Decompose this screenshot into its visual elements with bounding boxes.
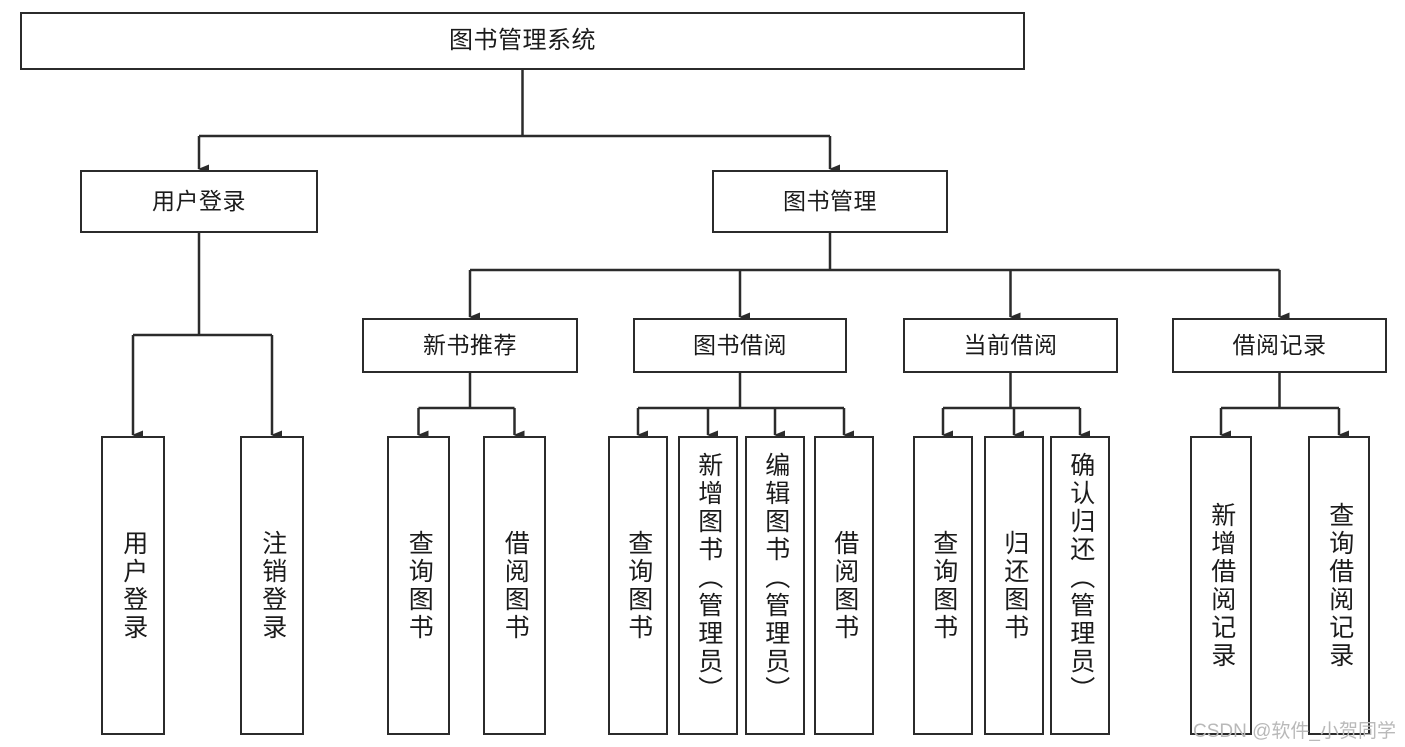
node-label: 图书借阅 bbox=[693, 332, 787, 359]
node-l_bbook1[interactable]: 借阅图书 bbox=[483, 436, 546, 735]
node-bookmgmt[interactable]: 图书管理 bbox=[712, 170, 948, 233]
node-label: 新增图书（管理员） bbox=[694, 452, 723, 704]
node-label: 借阅图书 bbox=[501, 529, 530, 642]
node-label: 查询借阅记录 bbox=[1325, 501, 1354, 670]
node-label: 图书管理 bbox=[783, 188, 877, 215]
node-label: 编辑图书（管理员） bbox=[761, 452, 790, 704]
node-l_qbook1[interactable]: 查询图书 bbox=[387, 436, 450, 735]
edge-layer bbox=[131, 70, 1349, 440]
node-borrow[interactable]: 图书借阅 bbox=[633, 318, 847, 373]
node-label: 用户登录 bbox=[119, 529, 148, 642]
node-l_confirm[interactable]: 确认归还（管理员） bbox=[1050, 436, 1110, 735]
node-label: 借阅图书 bbox=[830, 529, 859, 642]
node-label: 当前借阅 bbox=[963, 332, 1058, 359]
node-label: 查询图书 bbox=[624, 529, 653, 642]
node-label: 归还图书 bbox=[1000, 529, 1029, 642]
node-root[interactable]: 图书管理系统 bbox=[20, 12, 1025, 70]
node-label: 注销登录 bbox=[258, 529, 287, 642]
node-l_editbook[interactable]: 编辑图书（管理员） bbox=[745, 436, 805, 735]
csdn-watermark: CSDN @软件_小贺同学 bbox=[1193, 721, 1396, 742]
node-l_qbook3[interactable]: 查询图书 bbox=[913, 436, 973, 735]
node-l_logout[interactable]: 注销登录 bbox=[240, 436, 304, 735]
node-l_addbook[interactable]: 新增图书（管理员） bbox=[678, 436, 738, 735]
node-l_return[interactable]: 归还图书 bbox=[984, 436, 1044, 735]
node-current[interactable]: 当前借阅 bbox=[903, 318, 1118, 373]
node-login[interactable]: 用户登录 bbox=[80, 170, 318, 233]
node-l_addrec[interactable]: 新增借阅记录 bbox=[1190, 436, 1252, 735]
node-label: 借阅记录 bbox=[1232, 332, 1327, 359]
node-label: 查询图书 bbox=[405, 529, 434, 642]
node-label: 图书管理系统 bbox=[449, 27, 596, 55]
node-label: 确认归还（管理员） bbox=[1066, 452, 1095, 704]
node-l_qbook2[interactable]: 查询图书 bbox=[608, 436, 668, 735]
node-label: 新书推荐 bbox=[423, 332, 517, 359]
node-l_bbook2[interactable]: 借阅图书 bbox=[814, 436, 874, 735]
node-l_login[interactable]: 用户登录 bbox=[101, 436, 165, 735]
node-label: 新增借阅记录 bbox=[1207, 501, 1236, 670]
node-newrec[interactable]: 新书推荐 bbox=[362, 318, 578, 373]
node-records[interactable]: 借阅记录 bbox=[1172, 318, 1387, 373]
node-l_qrec[interactable]: 查询借阅记录 bbox=[1308, 436, 1370, 735]
node-label: 查询图书 bbox=[929, 529, 958, 642]
node-label: 用户登录 bbox=[152, 188, 246, 215]
